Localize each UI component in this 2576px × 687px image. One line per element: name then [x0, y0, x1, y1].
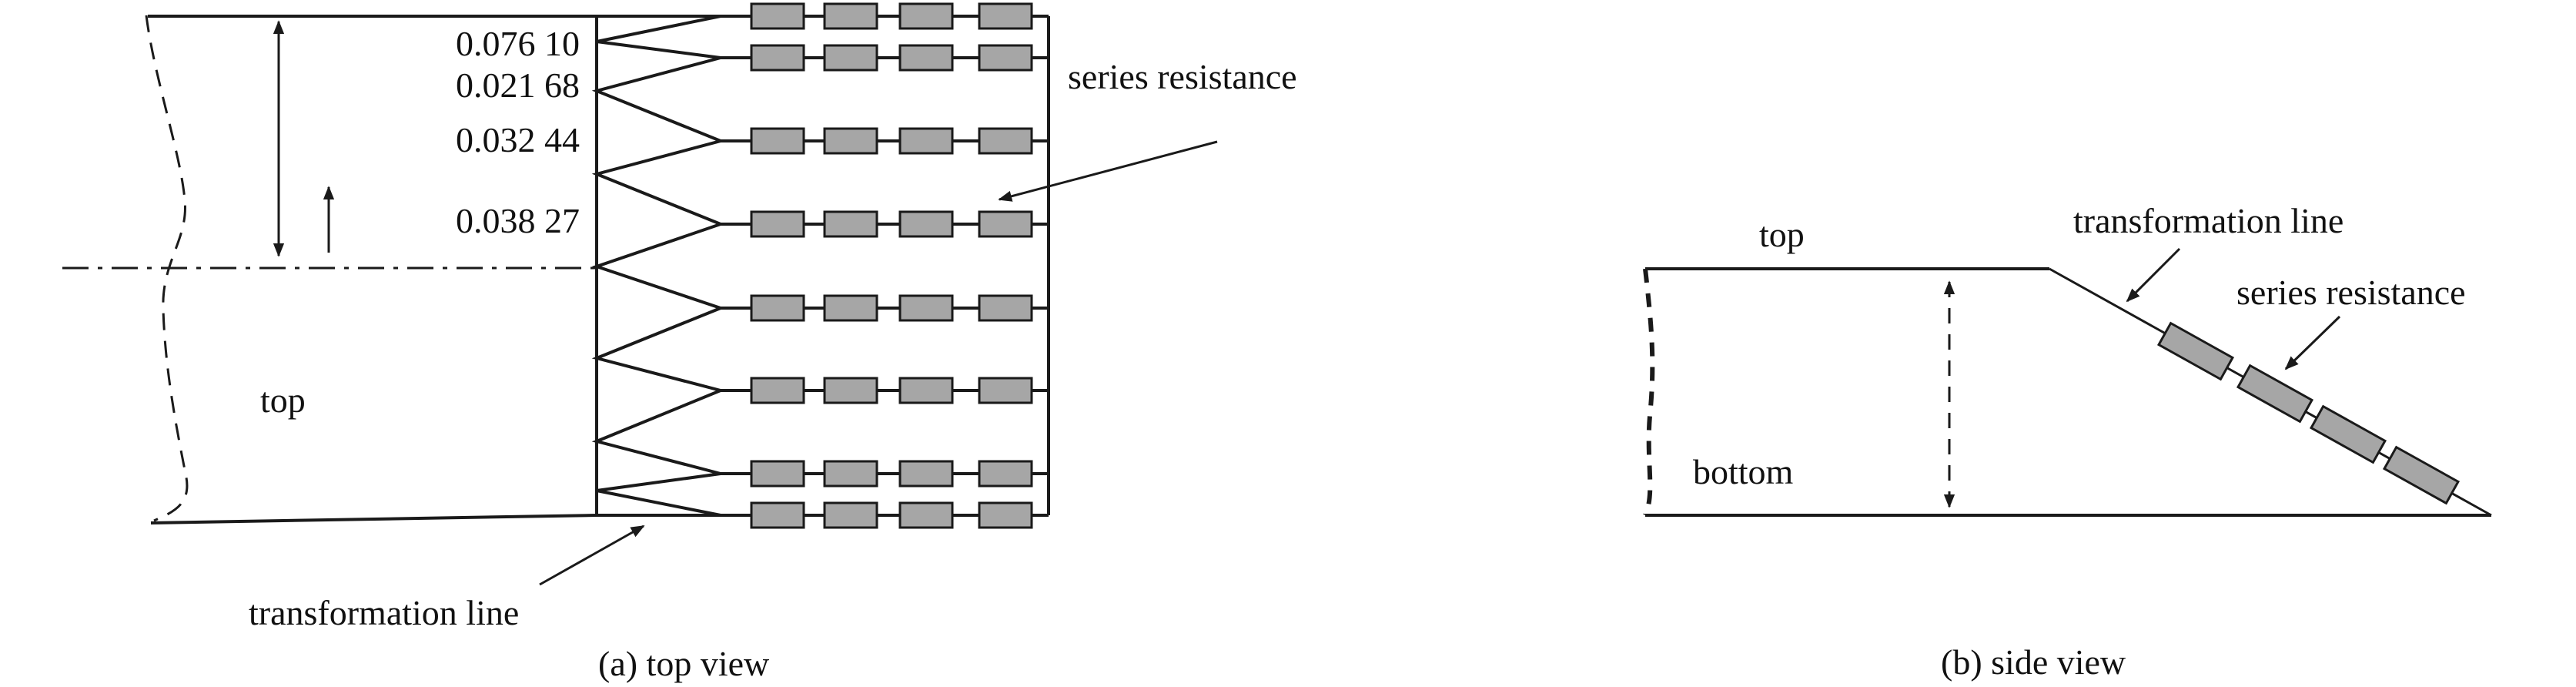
transformation-line-label: transformation line [2073, 201, 2343, 240]
resistor-row [721, 44, 1049, 72]
series-resistor [750, 377, 805, 404]
series-resistor [898, 377, 954, 404]
series-resistance-label: series resistance [1068, 57, 1297, 96]
series-resistor [823, 2, 878, 30]
resistor-row [721, 501, 1049, 529]
series-resistor [898, 210, 954, 238]
series-resistor [978, 377, 1033, 404]
series-resistor [978, 460, 1033, 488]
series-resistor [978, 44, 1033, 72]
value-label-2: 0.021 68 [456, 65, 580, 105]
series-resistance-label: series resistance [2236, 273, 2466, 312]
series-resistor [750, 460, 805, 488]
resistor-row [721, 460, 1049, 488]
series-resistor [898, 460, 954, 488]
series-resistor [2156, 321, 2235, 381]
resistor-row [721, 2, 1049, 30]
series-resistor [978, 127, 1033, 155]
series-resistor [750, 210, 805, 238]
series-resistor [2236, 364, 2314, 424]
series-resistor [823, 501, 878, 529]
series-resistor [823, 460, 878, 488]
series-resistor [978, 210, 1033, 238]
series-resistor [750, 294, 805, 322]
series-resistor [978, 2, 1033, 30]
top-label: top [1759, 215, 1805, 254]
series-resistor [978, 501, 1033, 529]
series-resistor [898, 501, 954, 529]
resistor-row [721, 294, 1049, 322]
slope-resistors [2156, 321, 2461, 505]
series-resistor [898, 294, 954, 322]
caption-a: (a) top view [598, 644, 770, 683]
series-resistor [823, 44, 878, 72]
series-resistor [750, 501, 805, 529]
resistor-row [721, 127, 1049, 155]
resistor-row [721, 377, 1049, 404]
panel-a-top-view: 0.076 10 0.021 68 0.032 44 0.038 27 top … [62, 2, 1297, 683]
boundary-dashed-curve [145, 15, 189, 522]
resistor-rows [721, 2, 1049, 529]
series-resistor [898, 44, 954, 72]
caption-b: (b) side view [1941, 642, 2126, 682]
series-resistor [2382, 445, 2461, 505]
series-resistor [2309, 404, 2387, 464]
panel-b-side-view: top bottom transformation line series re… [1643, 201, 2492, 682]
series-resistor [750, 2, 805, 30]
value-label-1: 0.076 10 [456, 24, 580, 63]
transformation-line-arrow [2126, 247, 2181, 303]
bottom-edge-line [150, 514, 597, 524]
series-resistor [823, 294, 878, 322]
series-resistor [823, 377, 878, 404]
series-resistor [978, 294, 1033, 322]
value-label-3: 0.032 44 [456, 120, 580, 159]
boundary-dashed-edge [1643, 268, 1655, 517]
series-resistor [823, 127, 878, 155]
value-label-4: 0.038 27 [456, 201, 580, 240]
series-resistor [898, 127, 954, 155]
transformation-line-label: transformation line [249, 593, 519, 632]
series-resistance-arrow [998, 140, 1218, 202]
bottom-label: bottom [1693, 452, 1794, 491]
series-resistor [823, 210, 878, 238]
transformation-line-arrow [539, 524, 645, 586]
series-resistor [898, 2, 954, 30]
series-resistor [750, 127, 805, 155]
resistor-row [721, 210, 1049, 238]
series-resistance-arrow [2284, 315, 2341, 370]
top-label: top [260, 380, 306, 420]
series-resistor [750, 44, 805, 72]
zigzag-feed-lines [591, 15, 726, 517]
